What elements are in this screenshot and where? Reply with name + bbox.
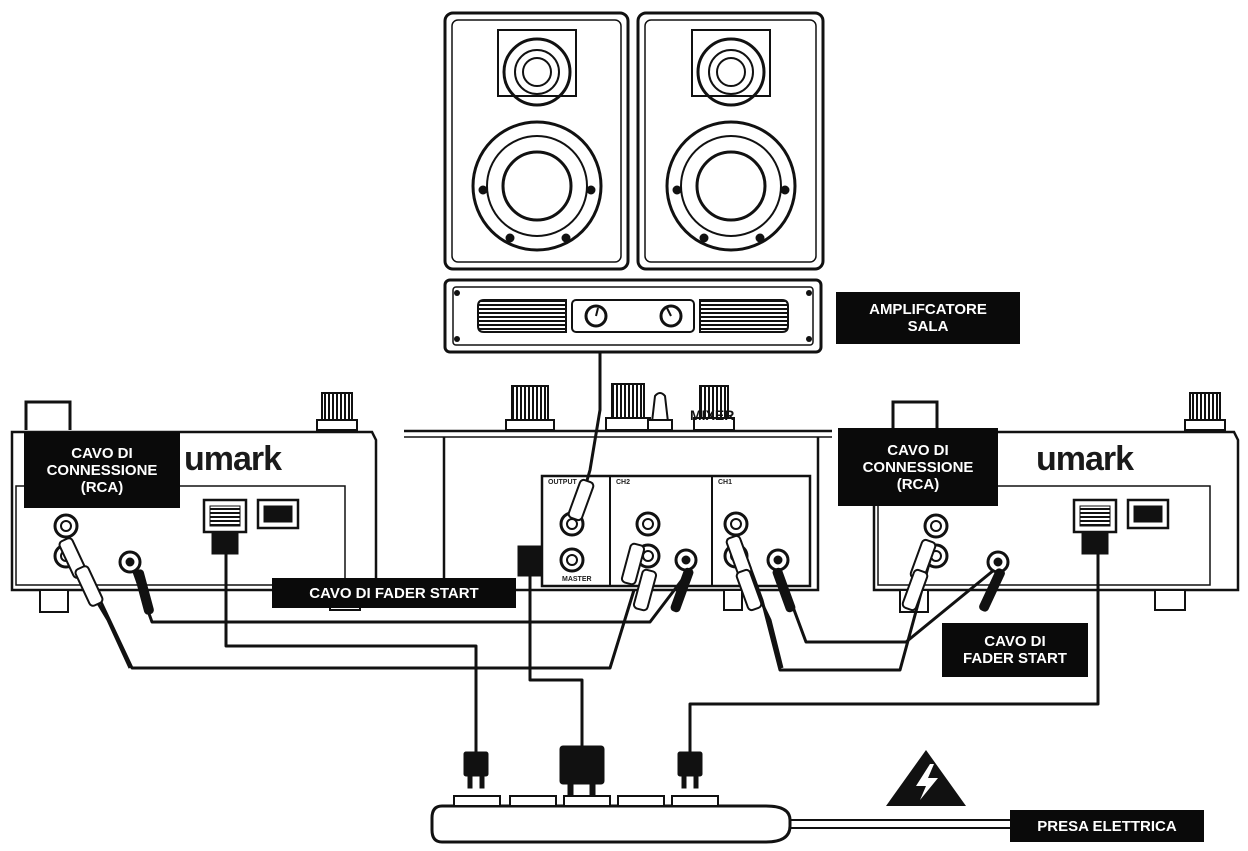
power-plug-right-icon [677,751,703,789]
brand-logo-right: umark [1036,440,1134,478]
warning-high-voltage-icon [886,750,966,806]
label-rca-right: CAVO DI CONNESSIONE (RCA) [838,428,998,506]
label-fader-start-center-text: CAVO DI FADER START [309,584,479,602]
label-amplifier-line2: SALA [907,318,949,335]
label-rca-left-line1: CAVO DI [71,444,133,462]
label-fader-start-right-line2: FADER START [963,650,1067,667]
label-fader-start-right: CAVO DI FADER START [942,623,1088,677]
speaker-right-icon [636,11,825,271]
power-plug-left-icon [463,751,489,789]
power-strip-icon [430,795,1010,844]
amplifier-icon [443,278,823,354]
label-power-strip-text: PRESA ELETTRICA [1037,817,1177,835]
label-fader-start-right-line1: CAVO DI [984,633,1046,650]
mixer-icon [404,383,832,611]
label-rca-left-line2: CONNESSIONE [46,461,158,479]
label-fader-start-center: CAVO DI FADER START [272,578,516,608]
mixer-section-ch1: CH1 [718,479,733,486]
label-rca-right-line1: CAVO DI [887,441,949,459]
brand-logo-left: umark [184,440,282,478]
label-rca-left: CAVO DI CONNESSIONE (RCA) [24,432,180,508]
label-amplifier: AMPLIFCATORE SALA [836,292,1020,344]
mixer-section-output: OUTPUT [548,479,577,486]
speaker-left-icon [443,11,630,271]
mixer-section-ch2: CH2 [616,479,631,486]
label-amplifier-line1: AMPLIFCATORE [869,301,987,318]
power-adapter-icon [559,745,605,797]
rca-plugs [58,478,1005,615]
label-rca-right-line2: CONNESSIONE [862,458,974,476]
mixer-label: MIXER [690,407,735,423]
label-rca-left-line3: (RCA) [80,478,124,496]
label-rca-right-line3: (RCA) [896,475,940,493]
label-power-strip: PRESA ELETTRICA [1010,810,1204,842]
mixer-master-label: MASTER [562,576,592,583]
